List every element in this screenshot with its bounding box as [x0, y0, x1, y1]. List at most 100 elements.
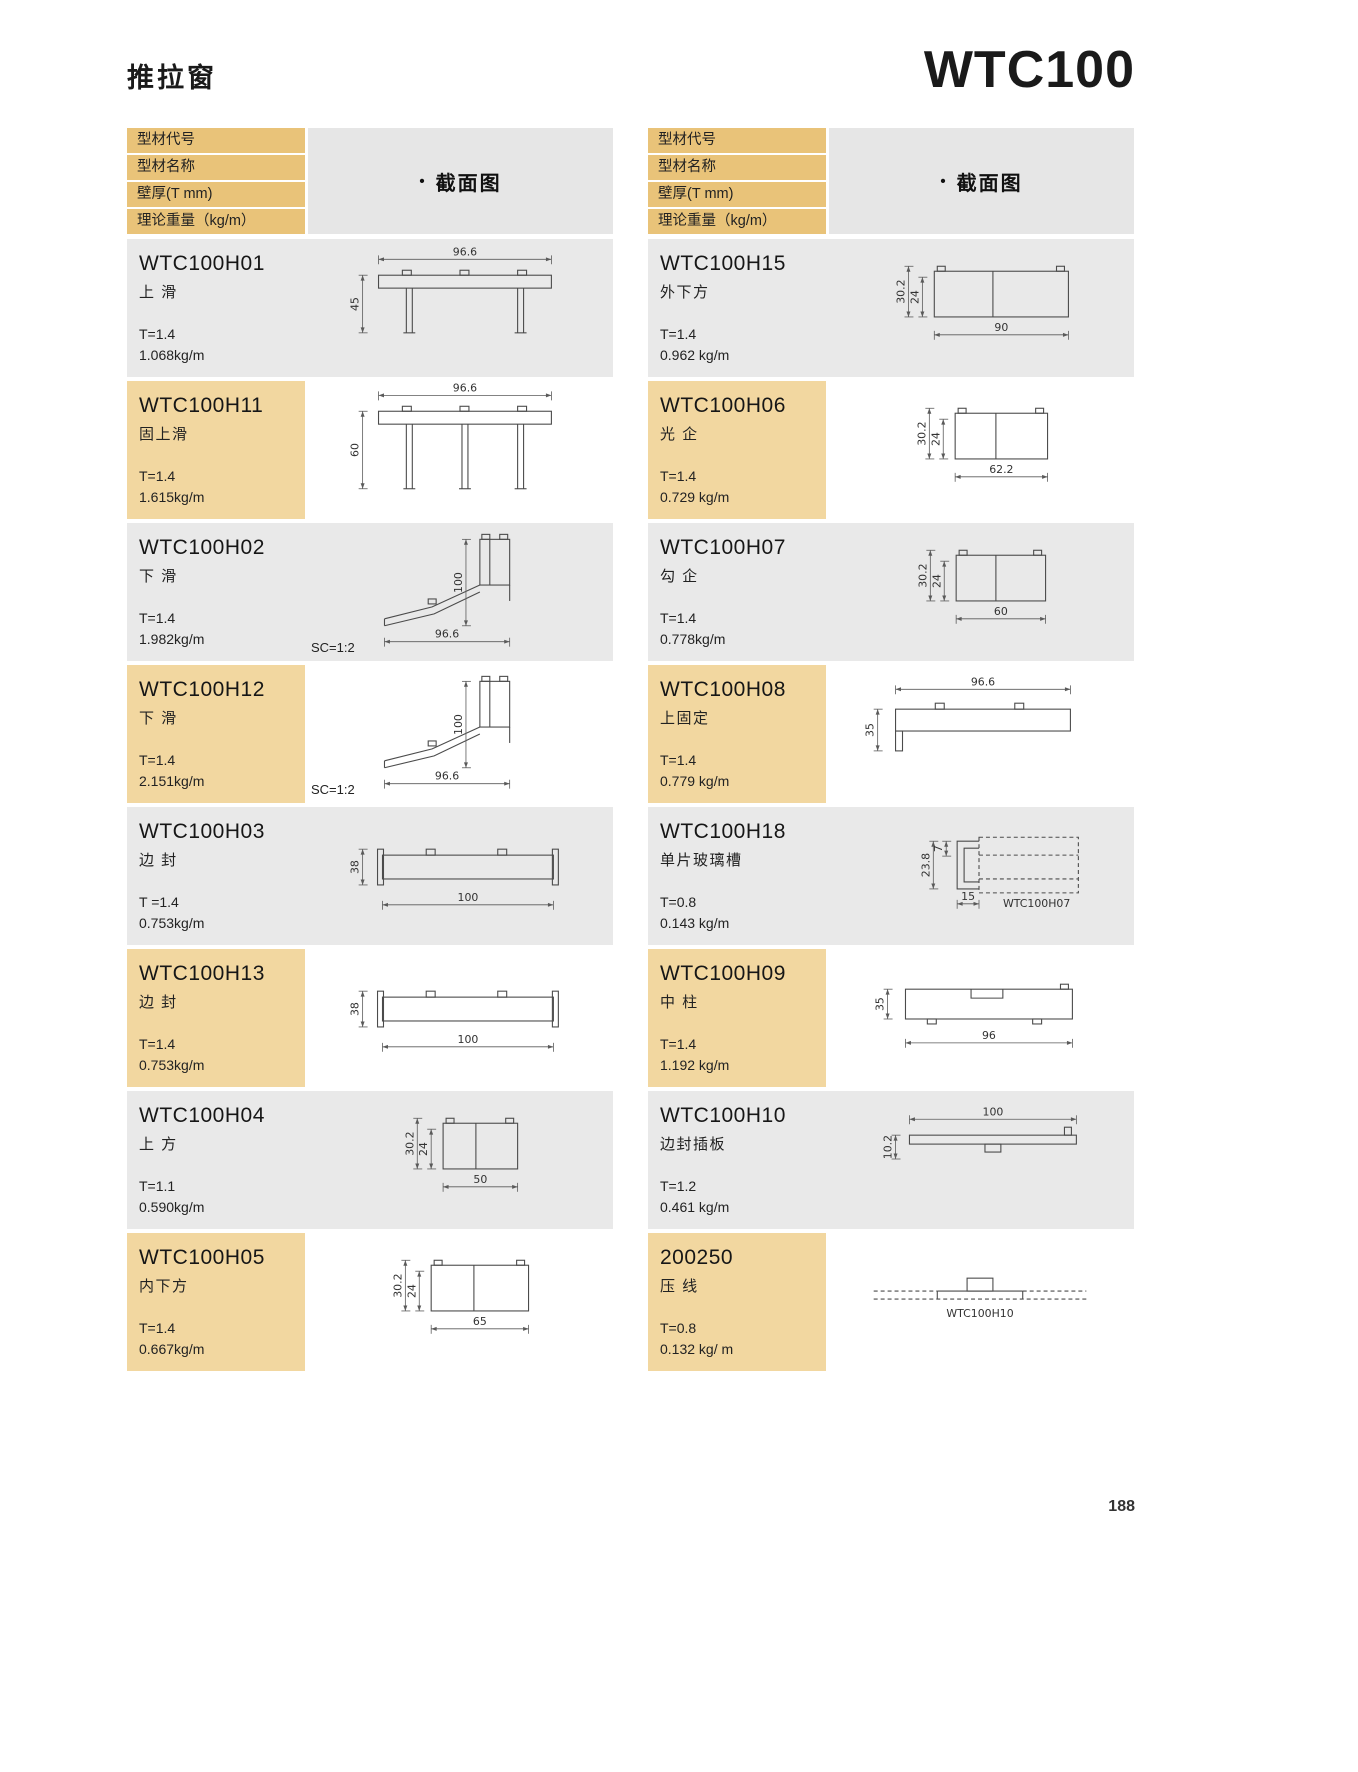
svg-text:100: 100 [452, 714, 465, 735]
profile-code: WTC100H07 [660, 536, 786, 559]
category-title: 推拉窗 [127, 63, 217, 93]
header-profile-code: 型材代号 [648, 128, 826, 153]
svg-text:15: 15 [961, 890, 975, 903]
svg-text:45: 45 [349, 297, 362, 311]
section-diagram-label: 截面图 [956, 172, 1023, 195]
page-number: 188 [1108, 1498, 1135, 1515]
profile-code: WTC100H01 [139, 252, 265, 275]
svg-text:96.6: 96.6 [435, 628, 459, 641]
profile-weight: 0.778kg/m [660, 631, 726, 647]
profile-code: WTC100H05 [139, 1246, 265, 1269]
svg-text:24: 24 [930, 574, 943, 588]
profile-name: 勾 企 [660, 568, 699, 585]
profile-name: 上 方 [139, 1136, 178, 1153]
svg-text:35: 35 [864, 723, 877, 737]
profile-info: WTC100H07 勾 企 T=1.4 0.778kg/m [648, 523, 826, 661]
svg-text:38: 38 [349, 860, 362, 874]
header-profile-name: 型材名称 [648, 155, 826, 180]
profile-name: 边封插板 [660, 1136, 727, 1153]
section-diagram-header: • 截面图 [829, 128, 1134, 234]
profile-weight: 0.667kg/m [139, 1341, 205, 1357]
profile-code: WTC100H10 [660, 1104, 786, 1127]
svg-text:100: 100 [452, 572, 465, 593]
section-diagram-label: 截面图 [435, 172, 502, 195]
header-wall-thickness: 壁厚(T mm) [648, 182, 826, 207]
profile-weight: 0.461 kg/m [660, 1199, 730, 1215]
profile-thickness: T=1.4 [660, 610, 697, 626]
profile-code: WTC100H08 [660, 678, 786, 701]
svg-text:96.6: 96.6 [971, 675, 995, 688]
profile-thickness: T=1.4 [660, 468, 697, 484]
profile-weight: 0.729 kg/m [660, 489, 730, 505]
profile-weight: 2.151kg/m [139, 773, 205, 789]
svg-text:7: 7 [932, 845, 945, 852]
profile-name: 单片玻璃槽 [660, 852, 743, 869]
profile-code: WTC100H09 [660, 962, 786, 985]
header-wall-thickness: 壁厚(T mm) [127, 182, 305, 207]
svg-text:WTC100H10: WTC100H10 [946, 1307, 1013, 1320]
profile-weight: 0.962 kg/m [660, 347, 730, 363]
header-labels: 型材代号 型材名称 壁厚(T mm) 理论重量（kg/m） [648, 128, 826, 234]
profile-name: 边 封 [139, 994, 178, 1011]
cross-section-drawing: 100 96.6 [383, 675, 511, 789]
profile-weight: 0.143 kg/m [660, 915, 730, 931]
profile-name: 上 滑 [139, 284, 178, 301]
svg-text:60: 60 [349, 443, 362, 457]
profile-code: WTC100H03 [139, 820, 265, 843]
profile-thickness: T=0.8 [660, 894, 697, 910]
svg-text:WTC100H07: WTC100H07 [1003, 897, 1070, 910]
bullet-icon: • [940, 172, 948, 190]
svg-text:60: 60 [994, 605, 1008, 618]
header-weight: 理论重量（kg/m） [648, 209, 826, 234]
profile-weight: 0.779 kg/m [660, 773, 730, 789]
svg-text:30.2: 30.2 [391, 1273, 404, 1297]
svg-text:50: 50 [473, 1173, 487, 1186]
profile-thickness: T=1.4 [139, 468, 176, 484]
header-labels: 型材代号 型材名称 壁厚(T mm) 理论重量（kg/m） [127, 128, 305, 234]
section-diagram-header: • 截面图 [308, 128, 613, 234]
profile-thickness: T=1.1 [139, 1178, 176, 1194]
profile-name: 固上滑 [139, 426, 189, 443]
section-drawing-cell: 100 96.6 SC=1:2 [305, 523, 613, 661]
profile-code: WTC100H04 [139, 1104, 265, 1127]
cross-section-drawing: WTC100H10 [873, 1277, 1087, 1320]
cross-section-drawing: 96.645 [349, 245, 552, 334]
svg-text:96.6: 96.6 [435, 770, 459, 783]
svg-text:24: 24 [405, 1284, 418, 1298]
scale-note: SC=1:2 [311, 640, 355, 655]
profile-name: 光 企 [660, 426, 699, 443]
cross-section-drawing: 96.6 35 [864, 675, 1071, 752]
profile-name: 外下方 [660, 284, 710, 301]
profile-weight: 0.753kg/m [139, 915, 205, 931]
svg-text:90: 90 [994, 321, 1008, 334]
profile-thickness: T=1.4 [139, 752, 176, 768]
